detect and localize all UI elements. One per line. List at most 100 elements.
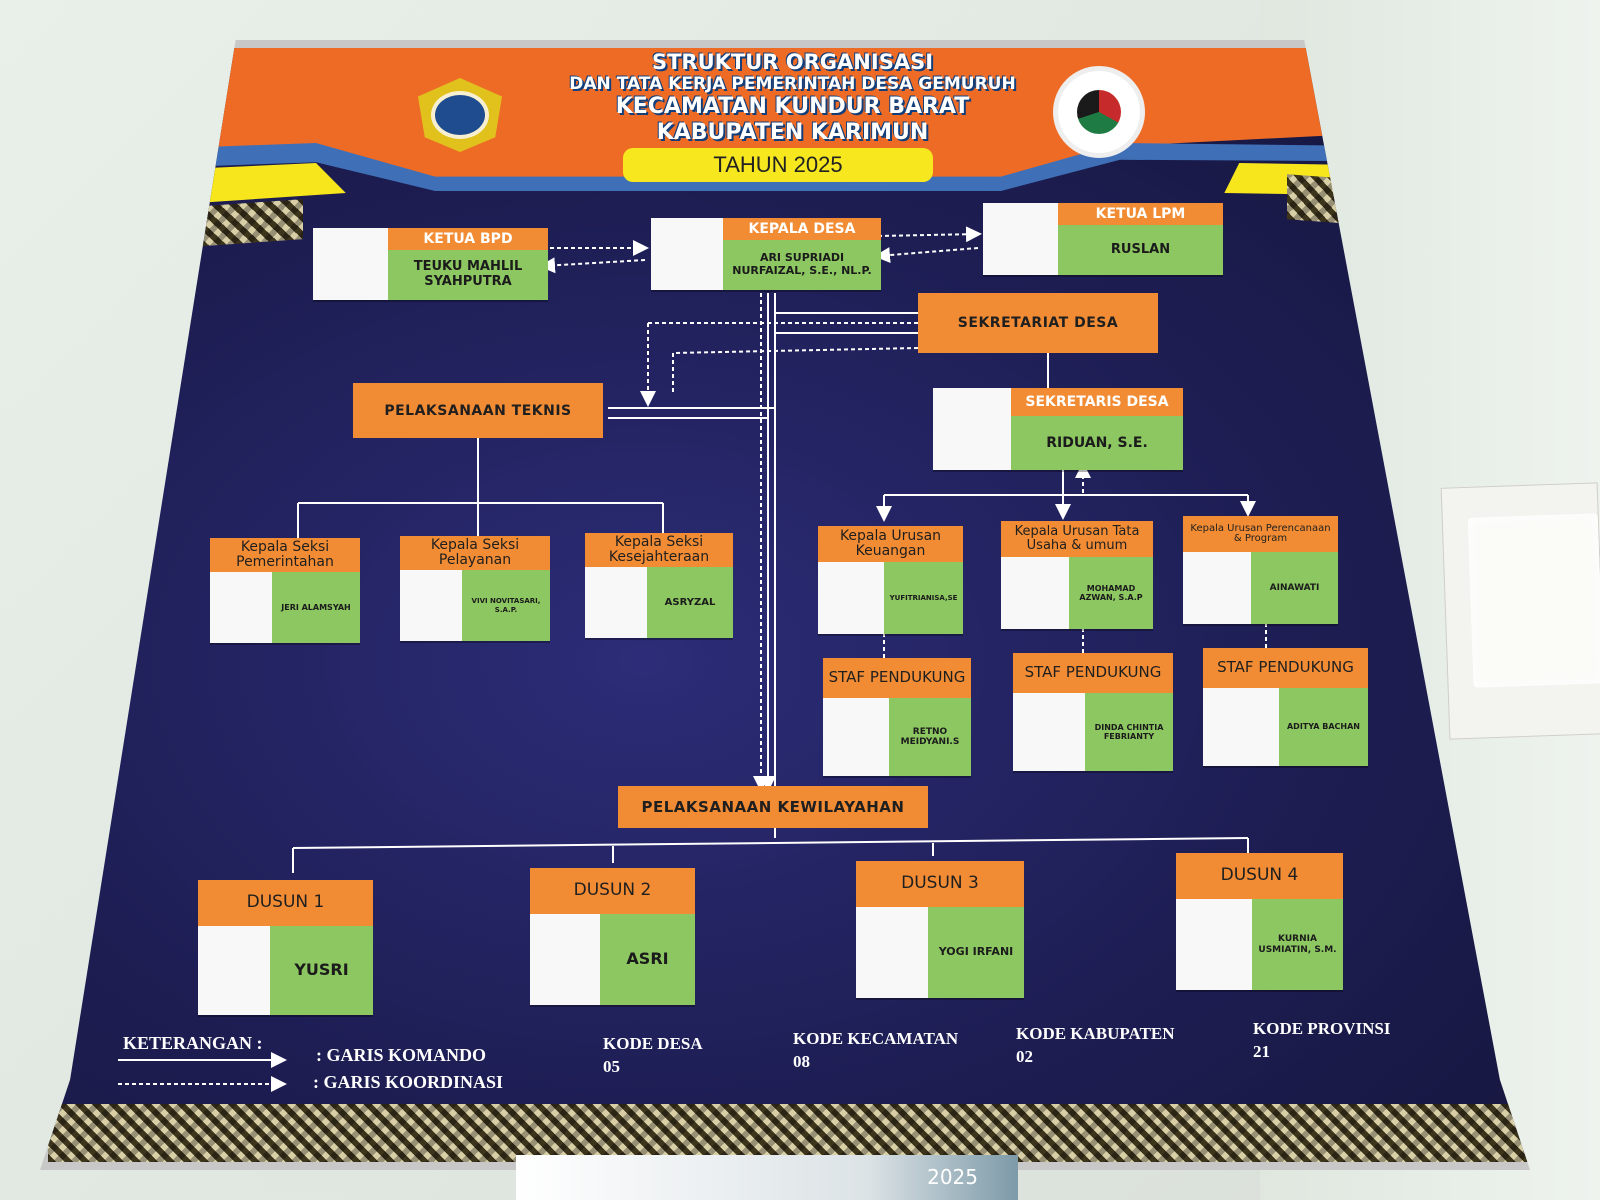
code-value: 05 <box>603 1056 620 1076</box>
card-name: YOGI IRFANI <box>928 907 1024 998</box>
card-dusun-4: DUSUN 4 KURNIA USMIATIN, S.M. <box>1176 853 1343 990</box>
code-label: KODE PROVINSI <box>1253 1019 1391 1038</box>
card-name: ADITYA BACHAN <box>1279 688 1368 766</box>
card-name: VIVI NOVITASARI, S.A.P. <box>462 570 550 641</box>
code-value: 21 <box>1253 1041 1270 1061</box>
photo-placeholder <box>1203 688 1279 766</box>
header-subtitle: DAN TATA KERJA PEMERINTAH DESA GEMURUH <box>569 74 1016 94</box>
card-name: JERI ALAMSYAH <box>272 572 360 643</box>
legend-title: KETERANGAN : <box>123 1033 263 1053</box>
code-label: KODE KECAMATAN <box>793 1029 959 1048</box>
card-role: Kepala Urusan Perencanaan & Program <box>1183 516 1338 552</box>
card-ketua-lpm: KETUA LPM RUSLAN <box>983 203 1223 275</box>
photo-placeholder <box>585 567 647 638</box>
photo-placeholder <box>818 562 884 634</box>
card-role: Kepala Urusan Keuangan <box>818 526 963 562</box>
photo-placeholder <box>400 570 462 641</box>
batik-ornament-bottom <box>48 1104 1530 1162</box>
photo-placeholder <box>313 228 388 300</box>
card-seksi-pemerintahan: Kepala Seksi Pemerintahan JERI ALAMSYAH <box>210 538 360 643</box>
card-dusun-1: DUSUN 1 YUSRI <box>198 880 373 1015</box>
card-name: KURNIA USMIATIN, S.M. <box>1252 899 1343 990</box>
card-ketua-bpd: KETUA BPD TEUKU MAHLIL SYAHPUTRA <box>313 228 548 300</box>
photo-placeholder <box>983 203 1058 275</box>
connector-lines <box>292 226 1267 873</box>
board-surface: STRUKTUR ORGANISASI DAN TATA KERJA PEMER… <box>48 48 1530 1162</box>
code-kabupaten: KODE KABUPATEN 02 <box>1016 1023 1175 1069</box>
code-value: 08 <box>793 1051 810 1071</box>
box-pelaksanaan-teknis: PELAKSANAAN TEKNIS <box>353 383 603 438</box>
ministry-emblem-icon <box>1053 66 1145 158</box>
card-name: DINDA CHINTIA FEBRIANTY <box>1085 693 1173 771</box>
card-name: ARI SUPRIADI NURFAIZAL, S.E., NL.P. <box>723 240 881 290</box>
card-role: Kepala Urusan Tata Usaha & umum <box>1001 521 1153 557</box>
code-provinsi: KODE PROVINSI 21 <box>1253 1018 1390 1064</box>
card-name: ASRYZAL <box>647 567 733 638</box>
photo-placeholder <box>1013 693 1085 771</box>
wall-paper-scrap <box>1440 482 1600 740</box>
legend-komando: : GARIS KOMANDO <box>316 1045 486 1065</box>
card-staf-keuangan: STAF PENDUKUNG RETNO MEIDYANI.S <box>823 658 971 776</box>
header-year: TAHUN 2025 <box>623 148 933 182</box>
calendar-year: 2025 <box>927 1165 978 1189</box>
photo-placeholder <box>856 907 928 998</box>
card-kepala-desa: KEPALA DESA ARI SUPRIADI NURFAIZAL, S.E.… <box>651 218 881 290</box>
card-name: AINAWATI <box>1251 552 1338 624</box>
card-role: KEPALA DESA <box>723 218 881 240</box>
org-chart-board: STRUKTUR ORGANISASI DAN TATA KERJA PEMER… <box>40 40 1530 1170</box>
header-title: STRUKTUR ORGANISASI <box>651 50 934 74</box>
card-role: Kepala Seksi Kesejahteraan <box>585 533 733 567</box>
card-role: SEKRETARIS DESA <box>1011 388 1183 416</box>
header-regency: KABUPATEN KARIMUN <box>656 120 929 145</box>
card-role: KETUA LPM <box>1058 203 1223 225</box>
legend-koordinasi: : GARIS KOORDINASI <box>313 1072 504 1092</box>
code-kecamatan: KODE KECAMATAN 08 <box>793 1028 958 1074</box>
card-urusan-tata-usaha: Kepala Urusan Tata Usaha & umum MOHAMAD … <box>1001 521 1153 629</box>
box-pelaksanaan-kewilayahan: PELAKSANAAN KEWILAYAHAN <box>618 786 928 828</box>
code-desa: KODE DESA 05 <box>603 1033 703 1079</box>
photo-placeholder <box>198 926 270 1015</box>
card-name: YUSRI <box>270 926 373 1015</box>
card-role: STAF PENDUKUNG <box>1013 653 1173 693</box>
box-sekretariat-desa: SEKRETARIAT DESA <box>918 293 1158 353</box>
card-role: DUSUN 2 <box>530 868 695 914</box>
photo-placeholder <box>1183 552 1251 624</box>
card-name: YUFITRIANISA,SE <box>884 562 963 634</box>
card-role: Kepala Seksi Pelayanan <box>400 536 550 570</box>
card-role: DUSUN 3 <box>856 861 1024 907</box>
photo-placeholder <box>210 572 272 643</box>
photo-placeholder <box>933 388 1011 470</box>
wall-calendar: 2025 <box>516 1155 1018 1200</box>
card-urusan-perencanaan: Kepala Urusan Perencanaan & Program AINA… <box>1183 516 1338 624</box>
card-dusun-3: DUSUN 3 YOGI IRFANI <box>856 861 1024 998</box>
card-name: TEUKU MAHLIL SYAHPUTRA <box>388 250 548 300</box>
card-sekretaris-desa: SEKRETARIS DESA RIDUAN, S.E. <box>933 388 1183 470</box>
photo-placeholder <box>530 914 600 1005</box>
card-name: MOHAMAD AZWAN, S.A.P <box>1069 557 1153 629</box>
card-staf-perencanaan: STAF PENDUKUNG ADITYA BACHAN <box>1203 648 1368 766</box>
card-name: RETNO MEIDYANI.S <box>889 698 971 776</box>
card-seksi-pelayanan: Kepala Seksi Pelayanan VIVI NOVITASARI, … <box>400 536 550 641</box>
code-label: KODE DESA <box>603 1034 703 1053</box>
card-urusan-keuangan: Kepala Urusan Keuangan YUFITRIANISA,SE <box>818 526 963 634</box>
card-seksi-kesejahteraan: Kepala Seksi Kesejahteraan ASRYZAL <box>585 533 733 638</box>
card-role: DUSUN 1 <box>198 880 373 926</box>
card-role: STAF PENDUKUNG <box>823 658 971 698</box>
card-role: Kepala Seksi Pemerintahan <box>210 538 360 572</box>
regency-crest-icon <box>418 78 502 152</box>
photo-placeholder <box>1176 899 1252 990</box>
card-name: ASRI <box>600 914 695 1005</box>
photo-placeholder <box>651 218 723 290</box>
card-name: RIDUAN, S.E. <box>1011 416 1183 470</box>
card-staf-tata-usaha: STAF PENDUKUNG DINDA CHINTIA FEBRIANTY <box>1013 653 1173 771</box>
card-name: RUSLAN <box>1058 225 1223 275</box>
card-role: DUSUN 4 <box>1176 853 1343 899</box>
card-role: KETUA BPD <box>388 228 548 250</box>
legend-arrows <box>118 1052 287 1092</box>
header-district: KECAMATAN KUNDUR BARAT <box>615 94 970 119</box>
card-dusun-2: DUSUN 2 ASRI <box>530 868 695 1005</box>
code-value: 02 <box>1016 1046 1033 1066</box>
photo-placeholder <box>1001 557 1069 629</box>
photo-placeholder <box>823 698 889 776</box>
code-label: KODE KABUPATEN <box>1016 1024 1175 1043</box>
